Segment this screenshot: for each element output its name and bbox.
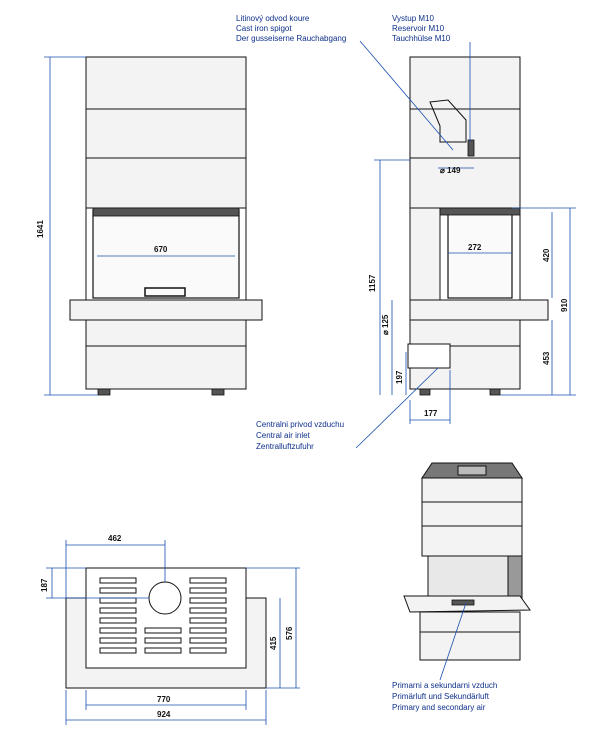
svg-text:Cast iron spigot: Cast iron spigot xyxy=(236,24,292,33)
side-glass xyxy=(447,211,513,299)
dim-air-width: 177 xyxy=(424,409,438,418)
front-foot-right xyxy=(211,388,225,396)
front-hearth xyxy=(69,299,263,321)
front-foot-left xyxy=(97,388,111,396)
iso-block-3 xyxy=(421,525,523,557)
dim-side-total: 910 xyxy=(560,298,569,312)
dim-side-window: 272 xyxy=(468,243,482,252)
dim-front-window: 670 xyxy=(154,245,168,254)
dim-top-576: 576 xyxy=(285,626,294,640)
side-block-1 xyxy=(409,56,521,110)
sensor-label: Vystup M10 Reservoir M10 Tauchhülse M10 xyxy=(392,14,471,142)
svg-text:Primarni a sekundarni vzduch: Primarni a sekundarni vzduch xyxy=(392,681,497,690)
svg-text:Zentralluftzufuhr: Zentralluftzufuhr xyxy=(256,442,314,451)
iso-block-2 xyxy=(421,501,523,527)
front-base-1 xyxy=(85,319,247,347)
dim-top-415: 415 xyxy=(269,636,278,650)
side-foot-left xyxy=(419,388,431,396)
front-view: 1641 670 xyxy=(36,56,263,396)
dim-flue-diameter: ⌀ 149 xyxy=(440,166,461,175)
side-sensor-sleeve xyxy=(467,139,475,157)
side-left-post xyxy=(409,207,441,301)
front-block-2 xyxy=(85,108,247,159)
central-air-leader xyxy=(355,367,439,449)
iso-view xyxy=(403,462,531,681)
primary-air-label: Primarni a sekundarni vzduch Primärluft … xyxy=(392,681,497,712)
svg-text:Central air inlet: Central air inlet xyxy=(256,431,311,440)
side-block-3 xyxy=(409,157,521,209)
top-flue-circle xyxy=(148,581,182,615)
side-air-inlet xyxy=(407,343,451,369)
dim-side-base: 453 xyxy=(542,351,551,365)
svg-text:Tauchhülse M10: Tauchhülse M10 xyxy=(392,34,451,43)
iso-base-1 xyxy=(419,611,521,633)
dim-side-window-h: 420 xyxy=(542,248,551,262)
side-foot-right xyxy=(489,388,501,396)
dim-top-187: 187 xyxy=(40,578,49,592)
svg-text:Vystup M10: Vystup M10 xyxy=(392,14,434,23)
dim-air-diameter: ⌀ 125 xyxy=(381,314,390,335)
dim-air-offset: 197 xyxy=(395,370,404,384)
svg-text:Reservoir M10: Reservoir M10 xyxy=(392,24,445,33)
spigot-label: Litinový odvod koure Cast iron spigot De… xyxy=(236,14,454,151)
front-glass xyxy=(92,209,240,299)
svg-text:Centralni privod vzduchu: Centralni privod vzduchu xyxy=(256,420,344,429)
dim-side-height: 1157 xyxy=(368,274,377,292)
side-hearth xyxy=(409,299,549,321)
iso-block-1 xyxy=(421,477,523,503)
front-base-2 xyxy=(85,345,247,390)
spigot-leader xyxy=(359,40,454,151)
side-flue-spigot xyxy=(429,99,467,143)
dim-top-770: 770 xyxy=(157,695,171,704)
front-block-3 xyxy=(85,157,247,209)
iso-firebox xyxy=(427,555,509,601)
svg-text:Der gusseiserne Rauchabgang: Der gusseiserne Rauchabgang xyxy=(236,34,346,43)
dim-top-924: 924 xyxy=(157,710,171,719)
dim-front-height: 1641 xyxy=(36,220,45,238)
side-base-1 xyxy=(409,319,521,347)
top-vent-slots xyxy=(99,577,227,654)
front-block-1 xyxy=(85,56,247,110)
side-lintel xyxy=(439,207,521,216)
svg-text:Primärluft und Sekundärluft: Primärluft und Sekundärluft xyxy=(392,692,490,701)
side-view: ⌀ 149 272 1157 ⌀ 125 197 177 420 910 453 xyxy=(368,56,576,424)
dim-top-flue: 462 xyxy=(108,534,122,543)
primary-air-leader xyxy=(439,602,467,681)
front-lintel xyxy=(92,207,240,217)
side-block-2 xyxy=(409,108,521,159)
central-air-label: Centralni privod vzduchu Central air inl… xyxy=(256,367,439,451)
top-view: 462 187 770 924 415 576 xyxy=(40,534,300,725)
svg-text:Primary and secondary air: Primary and secondary air xyxy=(392,703,486,712)
svg-text:Litinový odvod koure: Litinový odvod koure xyxy=(236,14,310,23)
iso-base-2 xyxy=(419,631,521,661)
front-handle xyxy=(144,287,186,297)
